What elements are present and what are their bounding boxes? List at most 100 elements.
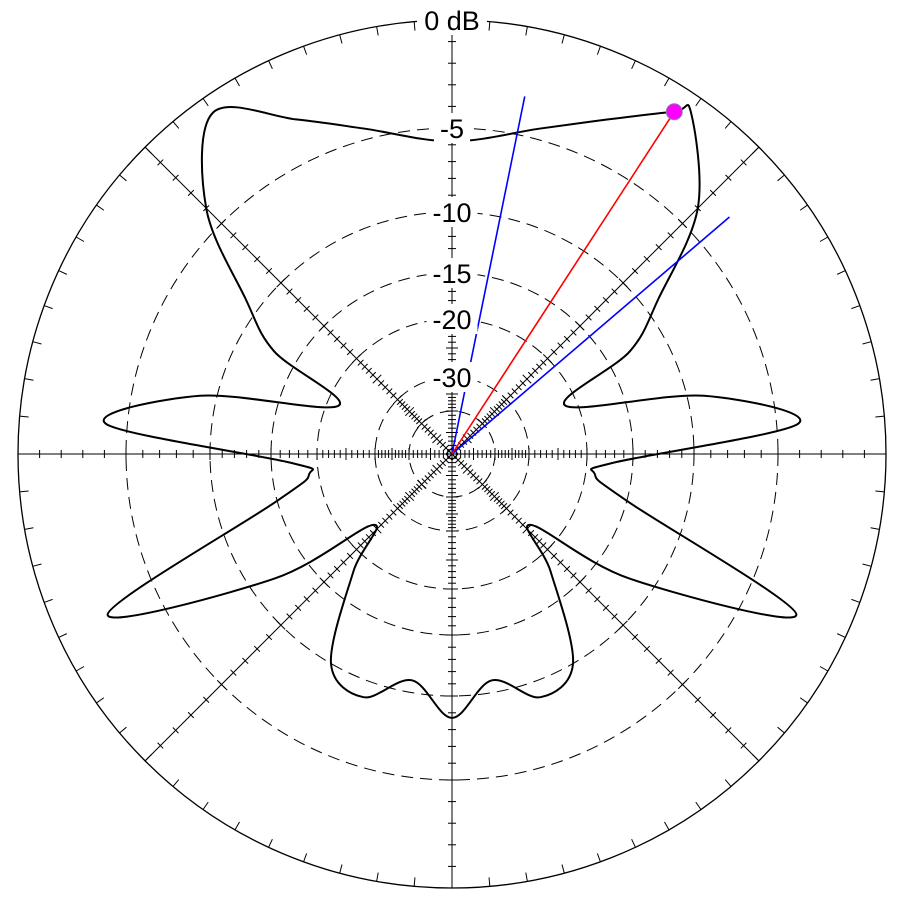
radial-tick (445, 447, 453, 455)
radial-tick (430, 432, 437, 439)
outer-tick (202, 98, 209, 107)
radial-tick (386, 388, 393, 395)
radial-tick (416, 418, 427, 429)
radial-tick (303, 305, 310, 312)
ring-label: -30 (432, 363, 471, 393)
radial-tick (436, 462, 444, 470)
radial-tick (473, 475, 480, 482)
radial-tick (486, 413, 493, 420)
outer-tick (752, 146, 760, 154)
radial-tick (357, 359, 364, 366)
radial-tick (377, 521, 385, 529)
radial-tick (392, 394, 403, 405)
radial-tick (563, 565, 571, 573)
radial-tick (346, 348, 354, 356)
radial-tick (709, 189, 717, 197)
outer-tick (24, 378, 34, 381)
outer-tick (172, 779, 180, 787)
outer-tick (525, 26, 528, 36)
radial-tick (276, 278, 286, 288)
outer-tick (58, 633, 68, 638)
radial-tick (265, 633, 273, 641)
outer-tick (96, 204, 105, 211)
radial-tick (460, 438, 468, 446)
outer-tick (851, 305, 860, 310)
ring-label-bg (434, 113, 470, 143)
radial-tick (439, 441, 447, 449)
radial-tick (481, 483, 488, 490)
radial-tick (392, 503, 403, 514)
outer-tick (144, 146, 152, 154)
radial-tick (493, 495, 501, 503)
radial-tick (432, 434, 442, 444)
radial-tick (667, 232, 674, 239)
radial-tick (294, 604, 302, 612)
radial-tick (501, 394, 512, 405)
outer-tick (413, 21, 416, 31)
radial-tick (550, 552, 558, 560)
radial-tick (340, 559, 347, 566)
ring-label-bg (426, 362, 478, 392)
outer-tick (58, 270, 68, 275)
radial-tick (515, 517, 522, 524)
radial-tick (643, 645, 651, 653)
radial-tick (369, 371, 377, 379)
spoke-line (144, 453, 453, 762)
radial-tick (230, 232, 237, 239)
radial-tick (557, 559, 564, 566)
outer-tick (75, 236, 85, 242)
radial-tick (496, 403, 503, 410)
radial-tick (631, 267, 639, 275)
outer-tick (19, 415, 29, 418)
radial-tick (667, 669, 674, 676)
ring-label-bg (417, 5, 487, 35)
radial-tick (333, 335, 341, 343)
radial-tick (540, 542, 547, 549)
radial-tick (531, 367, 539, 375)
radial-tick (436, 438, 444, 446)
radial-tick (498, 401, 505, 408)
radial-tick (361, 363, 368, 370)
radial-tick (403, 495, 411, 503)
radial-tick (442, 444, 450, 452)
radial-tick (454, 456, 462, 464)
outer-tick (664, 77, 670, 87)
radial-tick (439, 459, 447, 467)
radial-tick (382, 517, 389, 524)
radial-tick (399, 401, 406, 408)
radial-tick (312, 314, 319, 321)
radial-tick (536, 363, 543, 370)
radial-tick (286, 613, 293, 620)
outer-tick (561, 34, 565, 44)
radial-tick (319, 577, 329, 587)
radial-tick (602, 604, 610, 612)
radial-tick (486, 488, 493, 495)
radial-tick (694, 696, 701, 703)
outer-tick (303, 46, 308, 55)
outer-tick (413, 877, 416, 887)
radial-tick (157, 742, 164, 749)
radial-tick (411, 413, 418, 420)
radial-tick (399, 500, 406, 507)
main-lobe-marker (665, 103, 683, 121)
radial-tick (515, 384, 522, 391)
outer-tick (596, 853, 601, 862)
outer-tick (870, 378, 880, 381)
ring-label: 0 dB (424, 6, 480, 36)
outer-tick (268, 60, 273, 70)
radial-tick (327, 572, 334, 579)
radial-tick (655, 657, 662, 664)
radial-tick (457, 459, 465, 467)
radial-tick (404, 491, 415, 502)
outer-tick (752, 754, 760, 762)
radial-tick (725, 727, 732, 734)
radial-tick (346, 552, 354, 560)
radial-tick (424, 475, 431, 482)
radial-tick (312, 587, 319, 594)
radial-tick (333, 565, 341, 573)
radial-tick (187, 189, 195, 197)
outer-tick (851, 598, 860, 603)
radial-tick (655, 244, 662, 251)
radial-tick (411, 488, 418, 495)
radial-tick (467, 469, 474, 476)
